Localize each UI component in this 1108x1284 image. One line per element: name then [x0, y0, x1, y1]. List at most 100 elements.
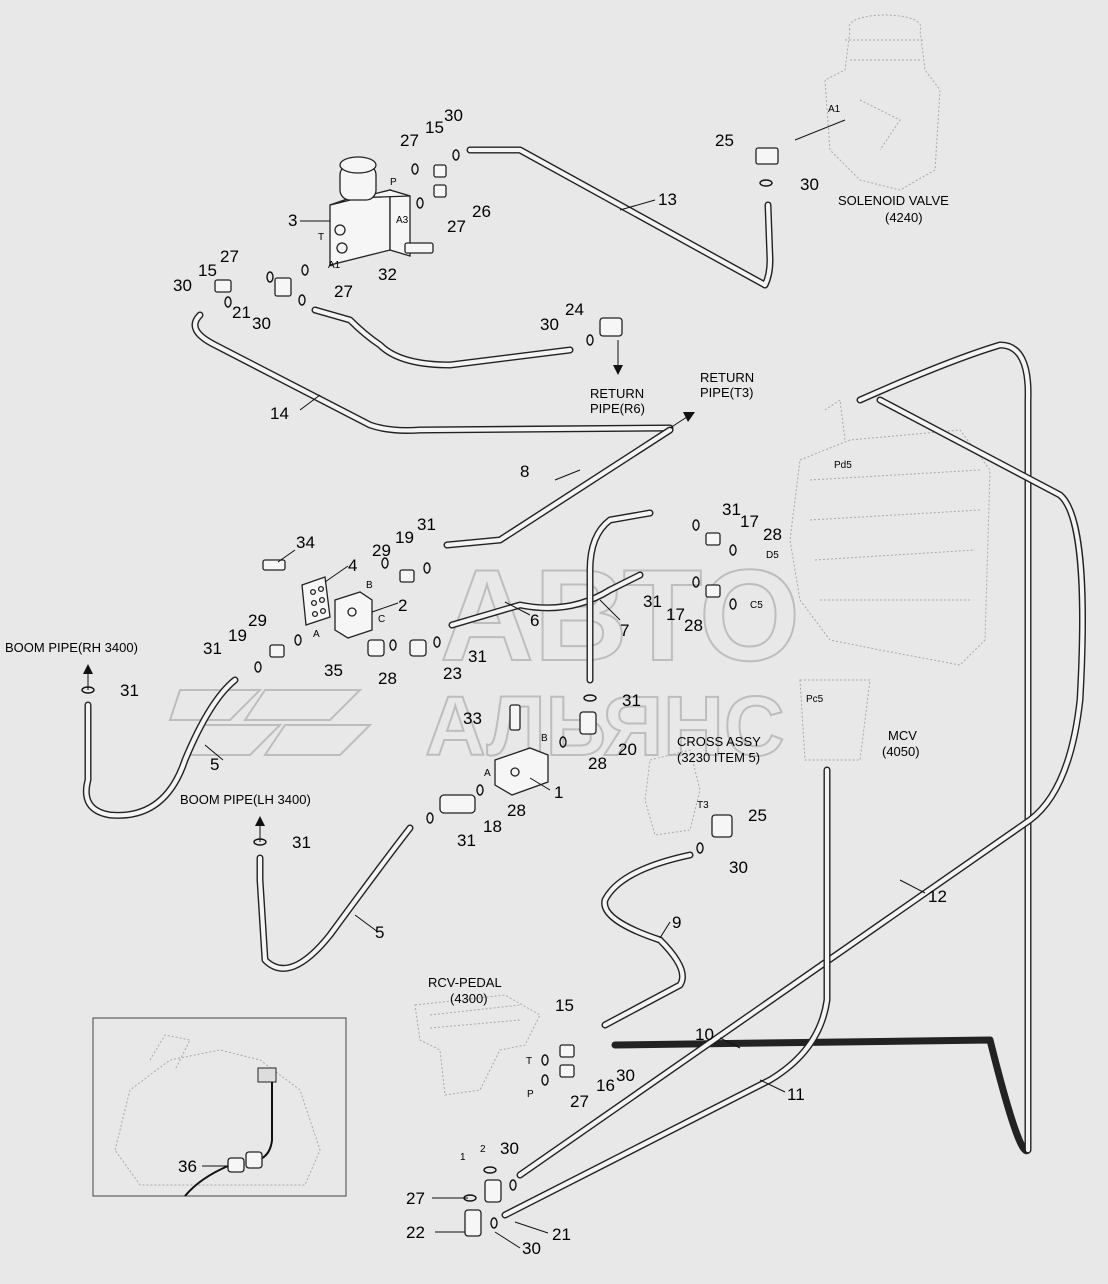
mcv-label: MCV: [888, 728, 917, 743]
callout-19: 19: [228, 626, 247, 645]
callout-25: 25: [748, 806, 767, 825]
callout-30: 30: [800, 175, 819, 194]
return-pipe-t3-line2: PIPE(T3): [700, 385, 753, 400]
boom-pipe-rh-label: BOOM PIPE(RH 3400): [5, 640, 138, 655]
port-c-block2: C: [378, 614, 385, 625]
port-pd5: Pd5: [834, 460, 852, 471]
callout-31: 31: [203, 639, 222, 658]
port-t3: T3: [697, 800, 709, 811]
leaders: [202, 119, 926, 1249]
callout-32: 32: [378, 265, 397, 284]
callout-15: 15: [198, 261, 217, 280]
hoses: [82, 146, 1086, 1219]
cross-assy-line1: CROSS ASSY: [677, 734, 761, 749]
port-a1-top: A1: [828, 104, 841, 115]
watermark-line1: АВТО: [440, 542, 800, 688]
callout-30: 30: [616, 1066, 635, 1085]
callout-34: 34: [296, 533, 315, 552]
callout-31: 31: [417, 515, 436, 534]
callout-15: 15: [425, 118, 444, 137]
callout-26: 26: [472, 202, 491, 221]
rcv-pedal-label: RCV-PEDAL: [428, 975, 502, 990]
solenoid-valve-label: SOLENOID VALVE: [838, 193, 949, 208]
solenoid-valve-outline: [824, 14, 941, 191]
callout-31: 31: [468, 647, 487, 666]
callout-28: 28: [763, 525, 782, 544]
component-labels: SOLENOID VALVE (4240) RETURN PIPE(R6) RE…: [5, 193, 949, 1006]
callout-30: 30: [444, 106, 463, 125]
return-pipe-t3-line1: RETURN: [700, 370, 754, 385]
callout-numbers: 25 30 27 15 30 26 27 3 13 27 15 30 21 27…: [120, 106, 947, 1258]
return-pipe-r6-line1: RETURN: [590, 386, 644, 401]
o-rings: [81, 149, 773, 1229]
rcv-pedal-outline: [414, 994, 541, 1096]
callout-30: 30: [252, 314, 271, 333]
callout-28: 28: [507, 801, 526, 820]
callout-24: 24: [565, 300, 584, 319]
callout-29: 29: [248, 611, 267, 630]
port-p-pedal: P: [527, 1089, 534, 1100]
port-1: 1: [460, 1152, 466, 1163]
callout-27: 27: [406, 1189, 425, 1208]
callout-31: 31: [643, 592, 662, 611]
callout-28: 28: [684, 616, 703, 635]
callout-21: 21: [232, 303, 251, 322]
callout-36: 36: [178, 1157, 197, 1176]
callout-9: 9: [672, 913, 681, 932]
callout-35: 35: [324, 661, 343, 680]
return-pipe-r6-line2: PIPE(R6): [590, 401, 645, 416]
callout-6: 6: [530, 611, 539, 630]
port-a-block2: A: [313, 629, 320, 640]
callout-21: 21: [552, 1225, 571, 1244]
port-p-valve: P: [390, 177, 397, 188]
callout-31: 31: [120, 681, 139, 700]
callout-29: 29: [372, 541, 391, 560]
callout-18: 18: [483, 817, 502, 836]
bracket-4: [301, 576, 331, 626]
callout-14: 14: [270, 404, 289, 423]
port-labels: A1 P A3 T A1 B C A B A Pd5 D5 C5 Pc5 T3 …: [313, 104, 852, 1163]
watermark: АВТО АЛЬЯНС: [168, 541, 801, 774]
callout-27: 27: [570, 1092, 589, 1111]
parts: [81, 147, 779, 1237]
callout-31: 31: [292, 833, 311, 852]
callout-5: 5: [375, 923, 384, 942]
pedal-inset: [92, 1017, 347, 1197]
callout-23: 23: [443, 664, 462, 683]
fittings: [214, 147, 779, 1237]
callout-27: 27: [400, 131, 419, 150]
cross-assy-outline: [644, 749, 701, 836]
port-t-valve: T: [318, 232, 324, 243]
solenoid-valve-ref: (4240): [885, 210, 923, 225]
port-a3: A3: [396, 215, 409, 226]
port-a-block1: A: [484, 768, 491, 779]
port-a1-valve: A1: [328, 260, 341, 271]
callout-7: 7: [620, 621, 629, 640]
callout-31: 31: [622, 691, 641, 710]
callout-30: 30: [540, 315, 559, 334]
port-b-block2: B: [366, 580, 373, 591]
callout-33: 33: [463, 709, 482, 728]
callout-28: 28: [378, 669, 397, 688]
callout-30: 30: [173, 276, 192, 295]
callout-22: 22: [406, 1223, 425, 1242]
callout-15: 15: [555, 996, 574, 1015]
solenoid-valve-block: [329, 156, 411, 266]
callout-11: 11: [787, 1085, 805, 1104]
callout-30: 30: [729, 858, 748, 877]
watermark-line2: АЛЬЯНС: [425, 679, 785, 773]
mcv-ref: (4050): [882, 744, 920, 759]
port-b-block1: B: [541, 733, 548, 744]
callout-17: 17: [740, 512, 759, 531]
boom-pipe-lh-label: BOOM PIPE(LH 3400): [180, 792, 311, 807]
port-c5: C5: [750, 600, 763, 611]
callout-16: 16: [596, 1076, 615, 1095]
callout-27: 27: [334, 282, 353, 301]
callout-30: 30: [500, 1139, 519, 1158]
cross-assy-line2: (3230 ITEM 5): [677, 750, 760, 765]
callout-25: 25: [715, 131, 734, 150]
callout-10: 10: [695, 1025, 714, 1044]
callout-13: 13: [658, 190, 677, 209]
